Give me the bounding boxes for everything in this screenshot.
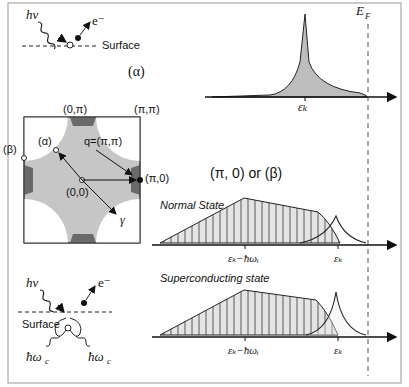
fermi-subscript: F (365, 12, 371, 22)
zone-label: (π,π) (134, 103, 160, 115)
state-label: Superconducting state (160, 272, 269, 284)
surface-label: Surface (22, 318, 60, 330)
energy-label: εₖ (298, 101, 307, 114)
phonon-label: ħω (26, 350, 42, 364)
phonon-subscript: c (45, 357, 49, 367)
vector-label: q=(π,π) (84, 135, 122, 147)
zone-label: (α) (38, 135, 52, 147)
energy-label: εₖ−ħωᵢ (228, 252, 259, 264)
zone-label: (0,0) (66, 186, 89, 198)
energy-label: εₖ (334, 252, 342, 264)
fermi-label: E (356, 4, 364, 18)
photon-label: hν (26, 276, 38, 290)
zone-label: γ (120, 214, 125, 227)
section-label: (π, 0) or (β) (210, 166, 282, 181)
point-label: (α) (128, 64, 145, 79)
state-label: Normal State (160, 199, 224, 211)
zone-label: (β) (3, 143, 17, 155)
zone-label: (π,0) (145, 172, 169, 184)
phonon-subscript: c (107, 357, 111, 367)
electron-label: e⁻ (92, 14, 105, 28)
surface-label: Surface (102, 39, 140, 51)
electron-label: e⁻ (98, 276, 111, 290)
zone-label: (0,π) (63, 103, 87, 115)
energy-label: εₖ−ħωᵢ (228, 344, 259, 356)
photon-label: hν (26, 8, 38, 22)
energy-label: εₖ (334, 344, 342, 356)
phonon-label: ħω (88, 350, 104, 364)
